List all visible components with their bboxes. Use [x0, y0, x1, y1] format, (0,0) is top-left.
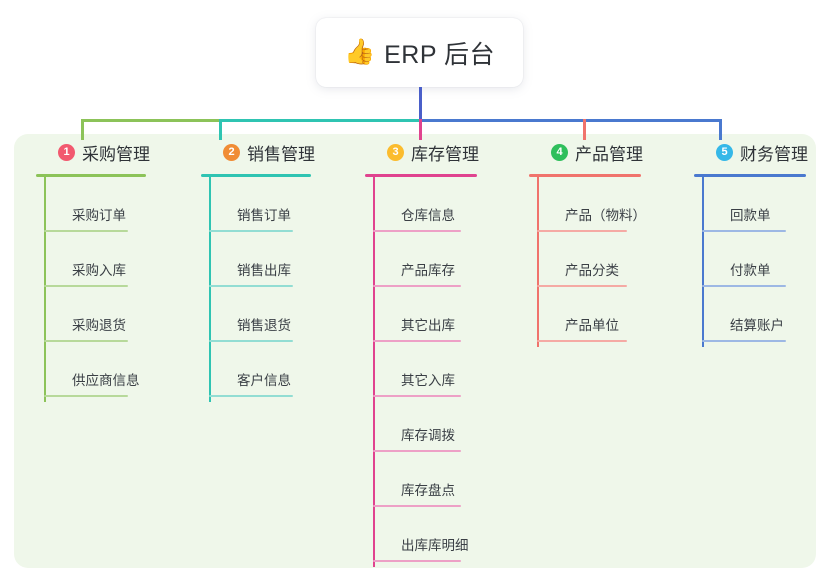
branch-item-rule	[373, 560, 461, 562]
branch-item-rule	[209, 230, 293, 232]
branch-header-rule	[201, 174, 311, 177]
branch-item-rule	[537, 230, 627, 232]
branch-header[interactable]: 2 销售管理	[201, 140, 315, 164]
branch-item-rule	[702, 230, 786, 232]
branch-item-label: 仓库信息	[401, 208, 455, 223]
connector-branch-drop	[219, 119, 222, 140]
branch-number-badge: 1	[58, 143, 75, 161]
branch-stem	[44, 176, 46, 402]
branch-column: 2 销售管理销售订单销售出库销售退货客户信息	[201, 140, 315, 402]
branch-item-label: 客户信息	[237, 373, 291, 388]
branch-item-rule	[373, 340, 461, 342]
branch-item-label: 采购退货	[72, 318, 126, 333]
branch-item-label: 销售退货	[237, 318, 291, 333]
branch-item-label: 产品分类	[565, 263, 619, 278]
branch-item-label: 库存调拨	[401, 428, 455, 443]
branch-header[interactable]: 3 库存管理	[365, 140, 479, 164]
branch-header-rule	[694, 174, 806, 177]
branch-item-rule	[537, 285, 627, 287]
branch-item-rule	[44, 340, 128, 342]
branch-number-badge: 3	[387, 143, 404, 161]
branch-item-rule	[373, 395, 461, 397]
branch-item-label: 采购入库	[72, 263, 126, 278]
branch-item-rule	[209, 395, 293, 397]
branch-item-label: 结算账户	[730, 318, 784, 333]
branch-title: 销售管理	[247, 144, 315, 164]
branch-number-badge: 2	[223, 143, 240, 161]
branch-item-label: 回款单	[730, 208, 771, 223]
branch-header-rule	[365, 174, 477, 177]
branches-panel	[14, 134, 816, 568]
connector-branch-drop	[583, 119, 586, 140]
branch-item-rule	[44, 230, 128, 232]
branch-item-rule	[209, 285, 293, 287]
branch-column: 4 产品管理产品（物料） 产品分类产品单位	[529, 140, 646, 347]
branch-item-rule	[373, 450, 461, 452]
branch-stem	[537, 176, 539, 347]
branch-item-label: 产品库存	[401, 263, 455, 278]
branch-header-rule	[529, 174, 641, 177]
connector-bus-segment	[219, 119, 421, 122]
connector-branch-drop	[419, 119, 422, 140]
branch-title: 产品管理	[575, 144, 643, 164]
branch-item-rule	[209, 340, 293, 342]
branch-item-label: 其它入库	[401, 373, 455, 388]
branch-column: 1 采购管理采购订单采购入库采购退货供应商信息	[36, 140, 150, 402]
branch-item-label: 销售订单	[237, 208, 291, 223]
branch-title: 财务管理	[740, 144, 808, 164]
branch-header[interactable]: 4 产品管理	[529, 140, 643, 164]
branch-item-label: 付款单	[730, 263, 771, 278]
connector-branch-drop	[719, 119, 722, 140]
branch-header[interactable]: 1 采购管理	[36, 140, 150, 164]
root-title: ERP 后台	[384, 40, 496, 69]
branch-stem	[373, 176, 375, 567]
branch-column: 5 财务管理回款单付款单结算账户	[694, 140, 808, 347]
branch-item-rule	[702, 340, 786, 342]
branch-number-badge: 4	[551, 143, 568, 161]
branch-item-label: 销售出库	[237, 263, 291, 278]
branch-item-label: 产品单位	[565, 318, 619, 333]
connector-bus-segment	[81, 119, 221, 122]
branch-item-label: 库存盘点	[401, 483, 455, 498]
branch-item-rule	[44, 285, 128, 287]
branch-stem	[702, 176, 704, 347]
thumbs-up-icon: 👍	[343, 38, 376, 66]
branch-item-label: 采购订单	[72, 208, 126, 223]
branch-number-badge: 5	[716, 143, 733, 161]
branch-stem	[209, 176, 211, 402]
root-node[interactable]: 👍 ERP 后台	[316, 18, 523, 87]
branch-item-rule	[537, 340, 627, 342]
branch-title: 库存管理	[411, 144, 479, 164]
connector-bus-segment	[419, 119, 722, 122]
branch-item-rule	[373, 505, 461, 507]
branch-header[interactable]: 5 财务管理	[694, 140, 808, 164]
branch-item-label: 产品（物料）	[565, 208, 646, 223]
branch-item-rule	[44, 395, 128, 397]
branch-item-rule	[373, 230, 461, 232]
branch-item-label: 其它出库	[401, 318, 455, 333]
branch-header-rule	[36, 174, 146, 177]
branch-item-rule	[373, 285, 461, 287]
branch-item-label: 供应商信息	[72, 373, 140, 388]
connector-branch-drop	[81, 119, 84, 140]
branch-item-label: 出库库明细	[401, 538, 469, 553]
branch-column: 3 库存管理仓库信息产品库存其它出库其它入库库存调拨库存盘点出库库明细	[365, 140, 479, 567]
connector-root-drop	[419, 87, 422, 119]
branch-item-rule	[702, 285, 786, 287]
branch-title: 采购管理	[82, 144, 150, 164]
